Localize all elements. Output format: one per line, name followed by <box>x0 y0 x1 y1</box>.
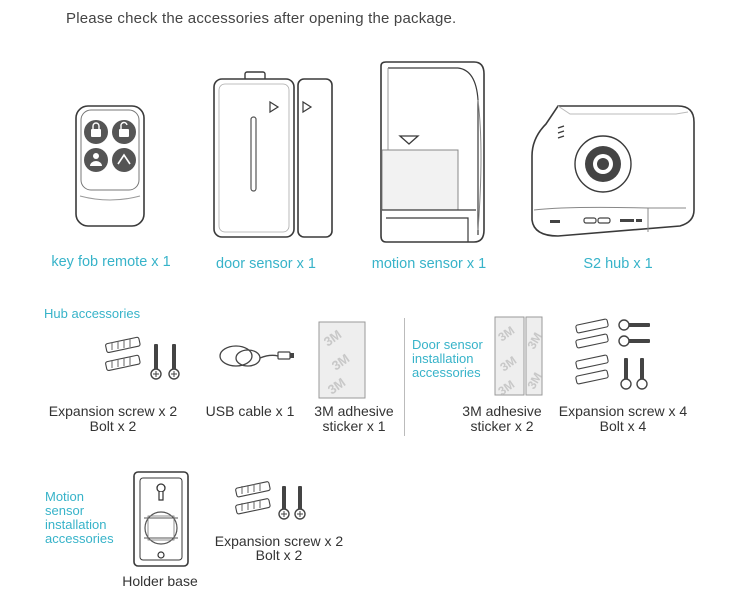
hub-screw-label-line1: Expansion screw x 2 <box>48 403 178 419</box>
door-accessories-title-line: Door sensor <box>412 337 483 352</box>
holder-base-illustration <box>133 471 189 567</box>
key-fob-remote-illustration <box>75 105 145 227</box>
door-sensor-illustration <box>213 71 333 238</box>
door-screw-label-line2: Bolt x 4 <box>599 418 647 434</box>
usb-cable-label: USB cable x 1 <box>205 403 295 419</box>
expansion-screw-icon <box>575 318 609 385</box>
adhesive-stickers-pair-icon: 3M 3M 3M 3M 3M <box>494 316 545 398</box>
motion-accessories-title-line: Motion <box>45 489 85 504</box>
motion-accessories-title-line: accessories <box>45 531 114 546</box>
motion-sensor-caption: motion sensor x 1 <box>371 256 487 272</box>
motion-screw-label-line2: Bolt x 2 <box>255 547 303 563</box>
door-screw-label-line1: Expansion screw x 4 <box>558 403 688 419</box>
door-accessories-title-line: installation <box>412 351 474 366</box>
hub-accessories-title: Hub accessories <box>44 306 141 321</box>
hub-sticker-label-line2: sticker x 1 <box>322 418 386 434</box>
motion-sensor-illustration <box>380 61 485 243</box>
section-divider <box>404 318 405 436</box>
bolt-icon <box>618 319 650 390</box>
motion-screw-label-line1: Expansion screw x 2 <box>214 533 344 549</box>
s2-hub-caption: S2 hub x 1 <box>583 256 653 272</box>
bolt-icon <box>278 486 306 520</box>
hub-screw-label-line2: Bolt x 2 <box>89 418 137 434</box>
motion-accessories-title-line: installation <box>45 517 107 532</box>
bolt-icon <box>150 344 180 380</box>
hub-sticker-label-line1: 3M adhesive <box>314 403 394 419</box>
door-sticker-label-line1: 3M adhesive <box>462 403 542 419</box>
expansion-screw-icon <box>105 336 141 372</box>
door-accessories-title-line: accessories <box>412 365 481 380</box>
s2-hub-illustration <box>531 105 695 237</box>
door-sensor-caption: door sensor x 1 <box>216 256 316 272</box>
motion-accessories-title: Motion sensor installation accessories <box>45 490 114 546</box>
expansion-screw-icon <box>235 481 271 515</box>
door-accessories-title: Door sensor installation accessories <box>412 338 483 380</box>
key-fob-caption: key fob remote x 1 <box>51 254 171 270</box>
holder-base-label: Holder base <box>122 573 198 589</box>
intro-text: Please check the accessories after openi… <box>66 10 457 27</box>
door-sticker-label-line2: sticker x 2 <box>470 418 534 434</box>
usb-cable-icon <box>219 345 294 367</box>
motion-accessories-title-line: sensor <box>45 503 85 518</box>
adhesive-sticker-icon: 3M 3M 3M <box>318 321 366 399</box>
